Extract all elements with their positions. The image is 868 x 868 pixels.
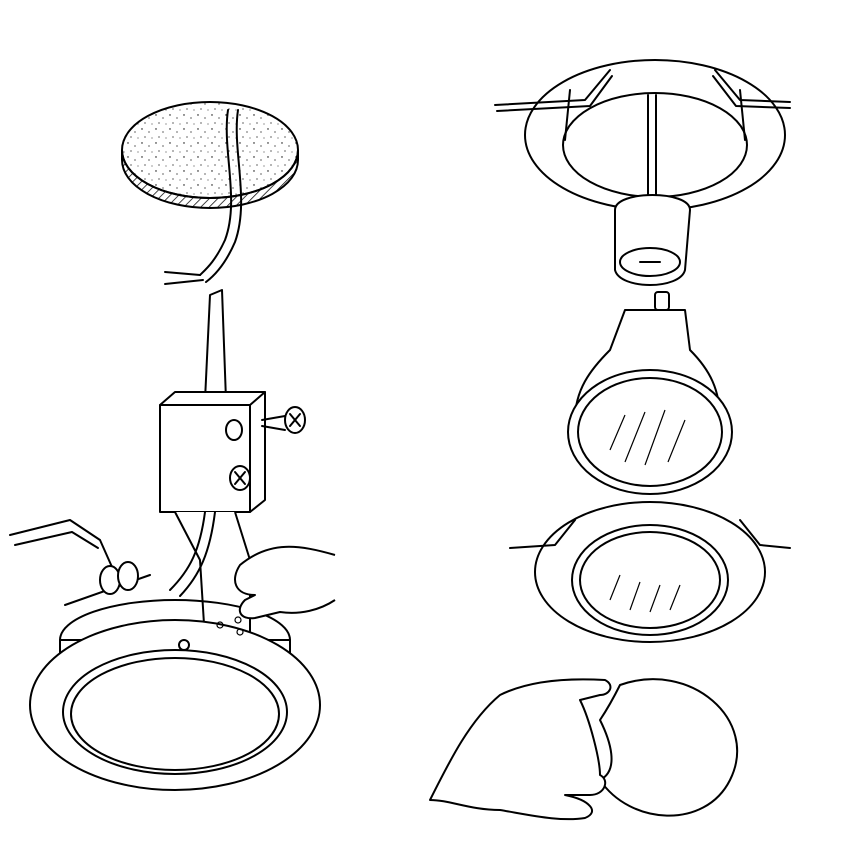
ceiling-cutout <box>121 101 299 209</box>
right-panel <box>429 59 791 821</box>
hand <box>429 678 612 821</box>
spring-clip <box>9 519 151 606</box>
lamp-holder <box>614 194 691 286</box>
junction-box-screw <box>261 406 306 434</box>
gu10-lamp <box>567 291 733 495</box>
cable-to-lamp <box>169 511 216 597</box>
tilt-ring <box>509 501 791 643</box>
cable-clamp-screw <box>229 465 251 491</box>
supply-cable <box>164 109 243 285</box>
fixed-ring <box>494 59 791 211</box>
left-panel <box>9 101 336 791</box>
junction-box <box>159 289 266 641</box>
retaining-circlip <box>599 678 738 817</box>
hand <box>216 545 336 636</box>
downlight-ring <box>29 599 321 791</box>
